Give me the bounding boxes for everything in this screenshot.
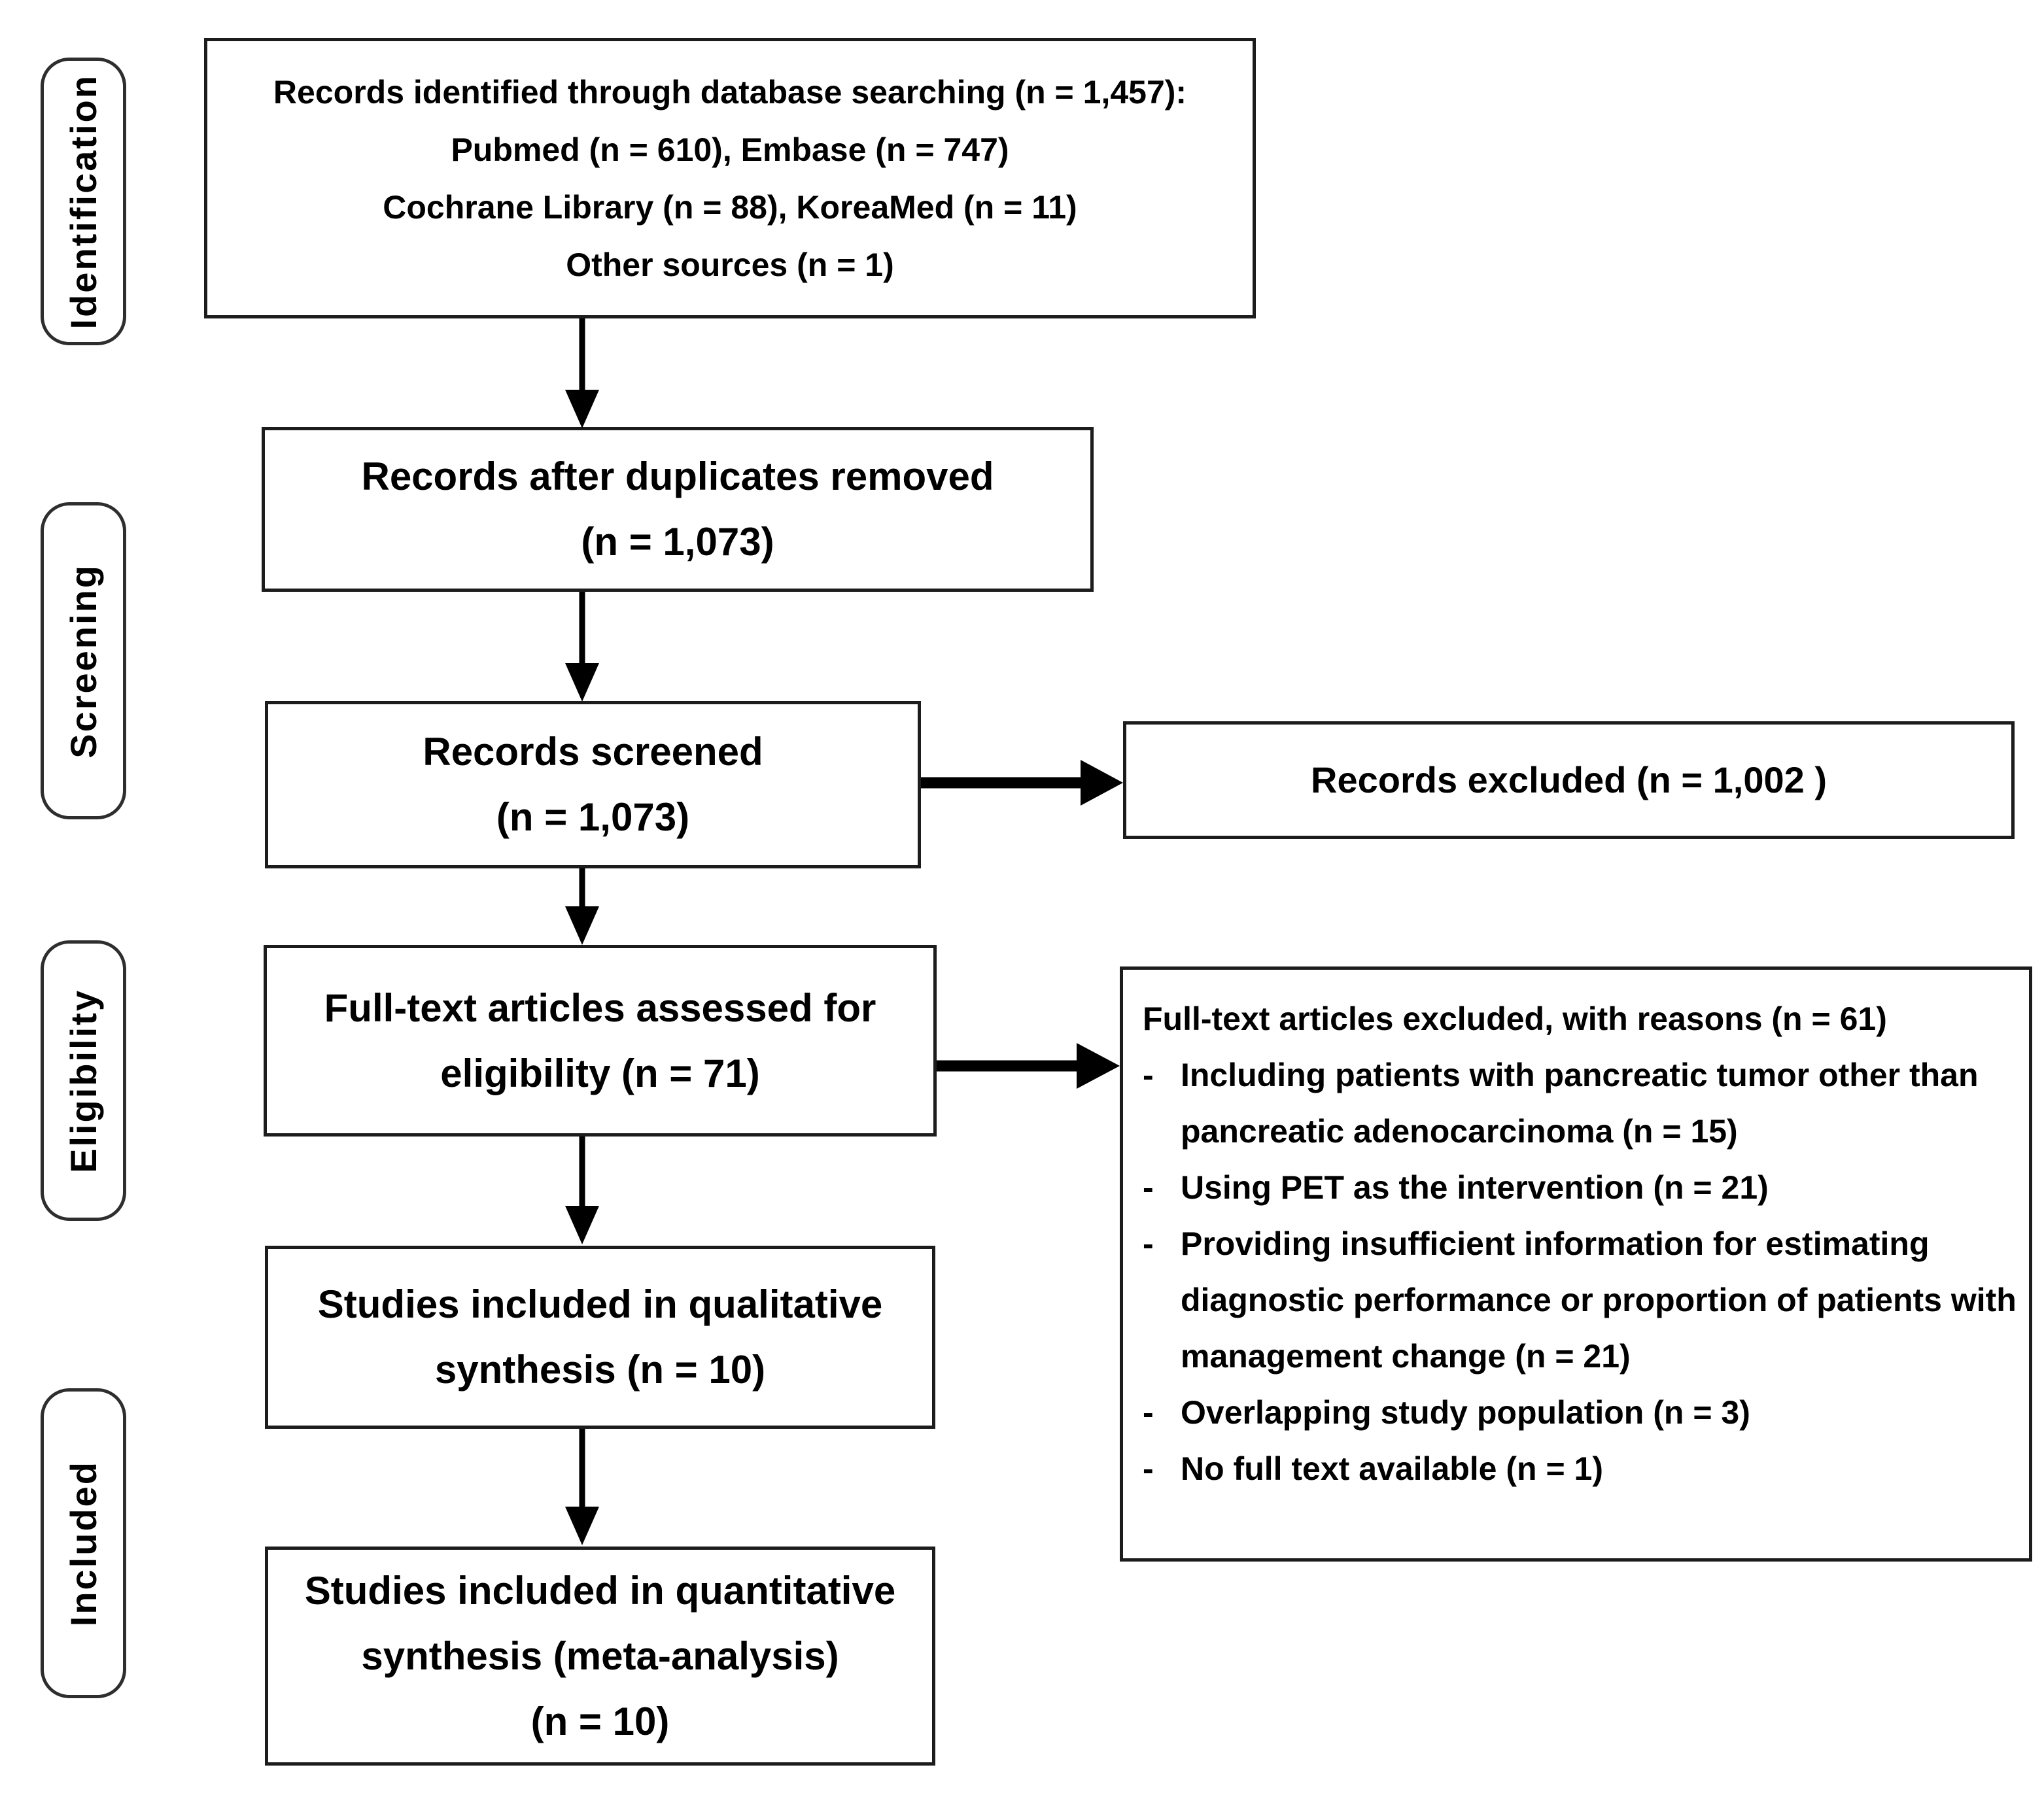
box-fulltext-excluded-reasons: Full-text articles excluded, with reason…: [1120, 966, 2032, 1562]
bullet-dash: -: [1143, 1169, 1154, 1206]
box-text-line: Records excluded (n = 1,002 ): [1311, 759, 1827, 800]
stage-label-text: Screening: [63, 563, 104, 759]
box-text-line: Studies included in qualitative: [317, 1282, 883, 1326]
box-text-line: synthesis (n = 10): [434, 1348, 766, 1392]
reason-text: Including patients with pancreatic tumor…: [1181, 1057, 1979, 1150]
stage-label-included: Included: [41, 1388, 126, 1698]
reason-item: - Including patients with pancreatic tum…: [1143, 1047, 2017, 1159]
bullet-dash: -: [1143, 1225, 1154, 1262]
box-text-line: Records identified through database sear…: [273, 73, 1187, 111]
stage-label-eligibility: Eligibility: [41, 940, 126, 1221]
box-text-line: Cochrane Library (n = 88), KoreaMed (n =…: [383, 188, 1077, 226]
box-records-screened: Records screened (n = 1,073): [265, 701, 921, 868]
reason-text: No full text available (n = 1): [1181, 1450, 1603, 1487]
box-records-excluded: Records excluded (n = 1,002 ): [1123, 721, 2015, 839]
box-text-line: (n = 10): [530, 1699, 670, 1743]
stage-label-text: Identification: [63, 73, 104, 330]
reason-item: - No full text available (n = 1): [1143, 1441, 2017, 1497]
box-records-identified: Records identified through database sear…: [204, 38, 1256, 318]
box-qualitative-synthesis: Studies included in qualitative synthesi…: [265, 1246, 935, 1429]
reason-text: Using PET as the intervention (n = 21): [1181, 1169, 1769, 1206]
arrow-fulltext-to-reasons: [937, 1043, 1120, 1089]
stage-label-text: Eligibility: [63, 988, 104, 1173]
arrow-screened-to-excluded: [921, 760, 1123, 806]
box-text-line: Studies included in quantitative: [304, 1568, 896, 1613]
reason-text: Overlapping study population (n = 3): [1181, 1394, 1750, 1431]
stage-label-screening: Screening: [41, 502, 126, 819]
reason-item: - Overlapping study population (n = 3): [1143, 1384, 2017, 1441]
reason-item: - Using PET as the intervention (n = 21): [1143, 1159, 2017, 1216]
box-text-line: synthesis (meta-analysis): [361, 1633, 839, 1678]
box-records-after-duplicates-removed: Records after duplicates removed (n = 1,…: [262, 427, 1094, 592]
arrow-screened-to-fulltext: [565, 868, 599, 945]
arrow-qualitative-to-quantitative: [565, 1429, 599, 1545]
bullet-dash: -: [1143, 1394, 1154, 1431]
box-text-line: Other sources (n = 1): [566, 246, 894, 283]
stage-label-identification: Identification: [41, 58, 126, 345]
reason-text: Providing insufficient information for e…: [1181, 1225, 2017, 1375]
box-text-line: (n = 1,073): [496, 795, 690, 839]
box-text-line: eligibility (n = 71): [440, 1051, 760, 1095]
box-fulltext-assessed: Full-text articles assessed for eligibil…: [264, 945, 937, 1137]
arrow-fulltext-to-qualitative: [565, 1137, 599, 1244]
arrow-deduplicated-to-screened: [565, 592, 599, 702]
box-text-line: Records after duplicates removed: [361, 454, 994, 498]
reason-item: - Providing insufficient information for…: [1143, 1216, 2017, 1384]
stage-label-text: Included: [63, 1460, 104, 1627]
arrow-identified-to-deduplicated: [565, 318, 599, 428]
box-text-line: Full-text articles assessed for: [324, 985, 876, 1030]
bullet-dash: -: [1143, 1057, 1154, 1093]
bullet-dash: -: [1143, 1450, 1154, 1487]
box-quantitative-synthesis: Studies included in quantitative synthes…: [265, 1547, 935, 1766]
box-text-line: Records screened: [423, 730, 763, 774]
box-text-line: Pubmed (n = 610), Embase (n = 747): [451, 131, 1009, 168]
reasons-title: Full-text articles excluded, with reason…: [1143, 1000, 1887, 1037]
box-text-line: (n = 1,073): [581, 520, 774, 564]
